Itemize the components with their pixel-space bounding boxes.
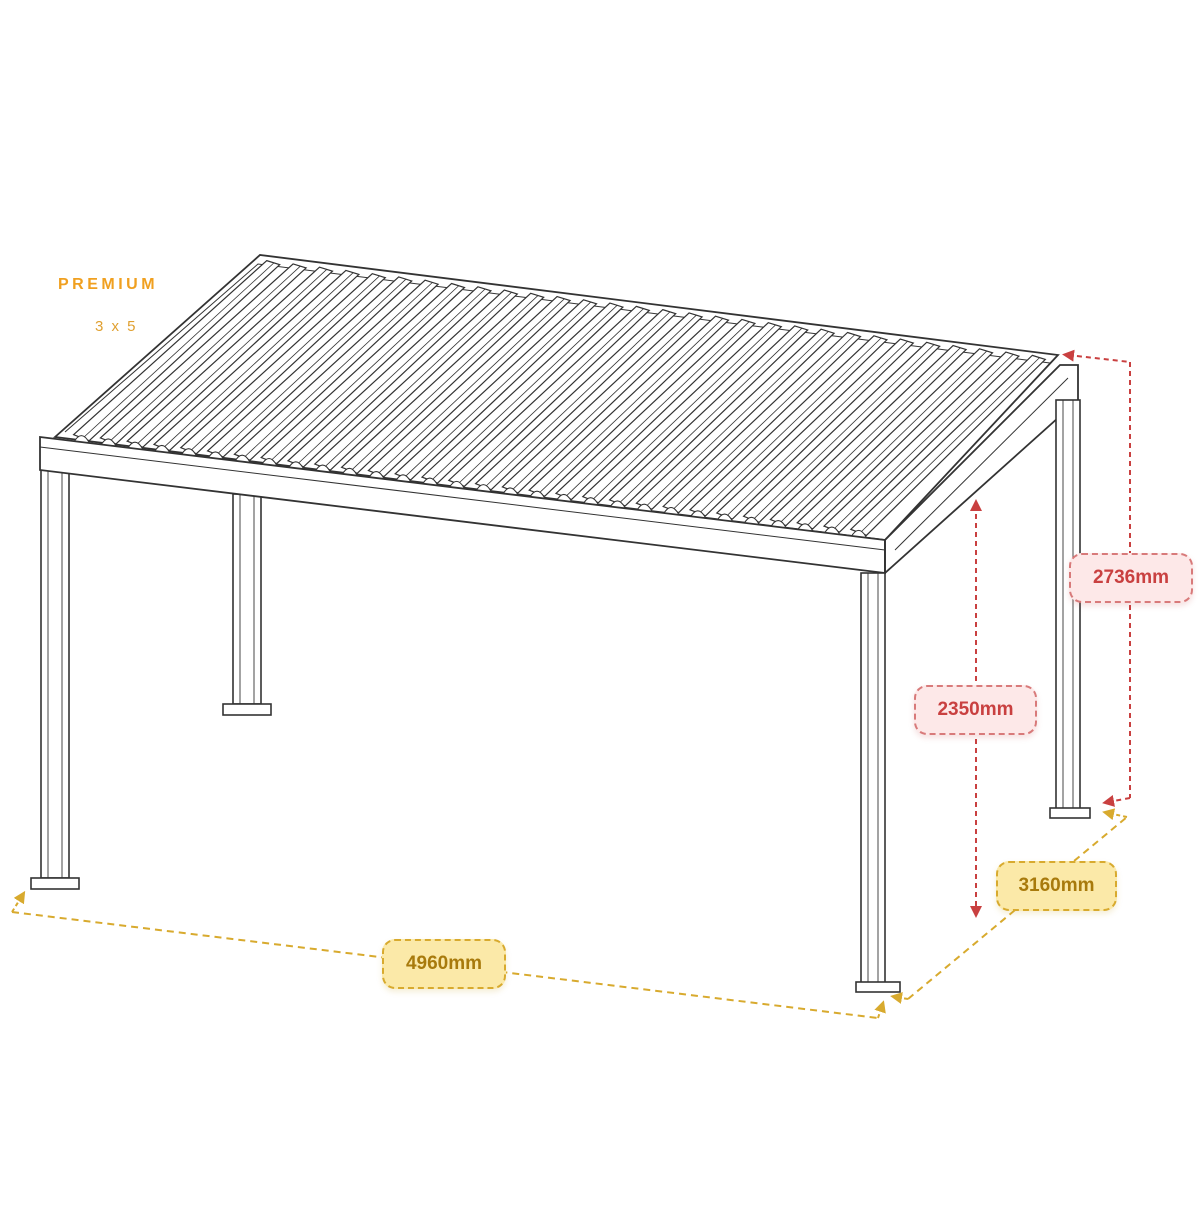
louver-slat: [420, 302, 625, 484]
depth-label: 3160mm: [996, 861, 1117, 911]
louver-slat: [662, 331, 862, 514]
louver-slat: [608, 325, 809, 507]
louver-ridge: [806, 350, 988, 527]
louver-slat: [99, 263, 308, 445]
clear-height-label: 2350mm: [914, 685, 1037, 735]
depth-dimension-line: [890, 808, 1128, 1004]
louver-slat: [126, 266, 334, 448]
louver-ridge: [753, 344, 935, 520]
louver-ridge: [726, 340, 909, 517]
louver-slat: [474, 308, 677, 491]
louver-ridge: [672, 334, 856, 510]
louver-slat: [688, 335, 889, 517]
louver-ridge: [243, 281, 433, 458]
louver-ridge: [619, 327, 803, 504]
louver-slat: [367, 295, 572, 478]
louver-ridge: [699, 337, 882, 514]
louver-slat: [72, 259, 281, 442]
louver-slat: [260, 282, 466, 465]
louver-slat: [394, 299, 598, 481]
total-height-label: 2736mm: [1069, 553, 1193, 603]
side-beam-right: [884, 364, 1079, 576]
post-back-right: [1049, 399, 1091, 819]
louver-ridge: [377, 298, 565, 474]
roof-frame-inner: [64, 263, 1051, 433]
louver-ridge: [431, 304, 618, 481]
louver-ridge: [297, 288, 486, 465]
louver-ridge: [458, 308, 645, 484]
product-name: PREMIUM: [58, 276, 159, 293]
louver-ridge: [645, 330, 829, 507]
louver-slat: [501, 312, 704, 494]
louver-ridge: [217, 278, 407, 455]
length-label: 4960mm: [382, 939, 506, 989]
louver-ridge: [270, 285, 460, 461]
louver-slat: [635, 328, 836, 510]
louver-ridge: [404, 301, 592, 478]
product-size: 3 x 5: [95, 318, 138, 335]
louver-slat: [769, 344, 968, 527]
louver-ridge: [163, 272, 354, 448]
louver-slat: [206, 276, 413, 458]
louver-ridge: [592, 324, 777, 500]
louver-slat: [179, 273, 387, 455]
louver-ridge: [833, 353, 1014, 530]
louver-ridge: [109, 265, 301, 442]
louver-ridge: [324, 291, 513, 468]
louver-ridge: [511, 314, 697, 491]
louver-slat: [447, 305, 651, 488]
louver-slat: [528, 315, 730, 497]
post-front-left: [30, 469, 80, 890]
louver-ridge: [83, 262, 275, 438]
louver-slat: [152, 269, 361, 452]
louver-slat: [742, 341, 941, 523]
louver-slat: [554, 318, 757, 501]
louver-ridge: [190, 275, 381, 451]
louver-slat: [313, 289, 519, 471]
louver-ridge: [538, 317, 724, 494]
louver-group: [72, 259, 1047, 538]
louver-ridge: [136, 268, 328, 445]
post-front-right: [855, 572, 901, 993]
louver-slat: [286, 286, 493, 468]
louver-ridge: [351, 295, 539, 471]
louver-slat: [340, 292, 545, 474]
louver-slat: [581, 322, 783, 504]
louver-ridge: [779, 347, 961, 523]
louver-slat: [822, 351, 1021, 533]
post-back-left: [222, 493, 272, 716]
louver-ridge: [860, 357, 1041, 533]
louver-slat: [233, 279, 440, 461]
louver-slat: [715, 338, 915, 520]
louver-ridge: [485, 311, 671, 487]
louver-ridge: [565, 321, 750, 497]
louver-slat: [849, 354, 1047, 537]
louver-slat: [796, 348, 994, 530]
